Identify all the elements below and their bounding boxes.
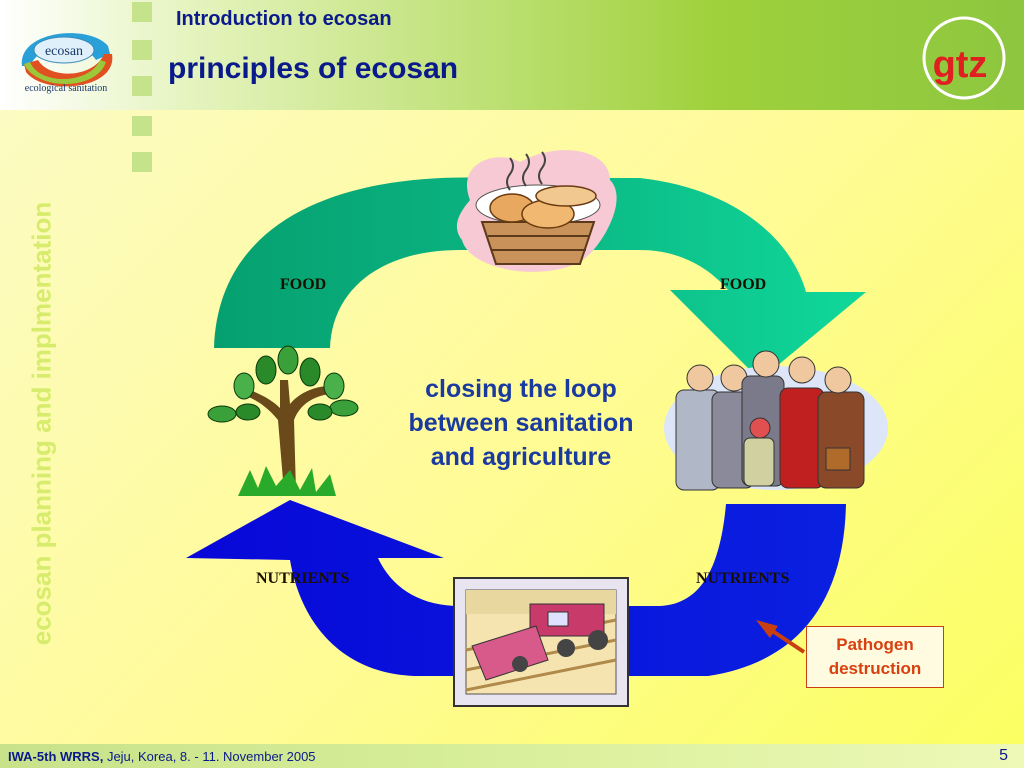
- callout-arrow-icon: [756, 620, 806, 654]
- ecosan-logo-caption: ecological sanitation: [25, 83, 107, 94]
- center-line-3: and agriculture: [430, 443, 612, 471]
- nutrients-label-right: NUTRIENTS: [696, 570, 790, 587]
- tree-icon: [207, 345, 359, 496]
- bread-basket-icon: [456, 150, 617, 272]
- nutrients-arc-arrow: [186, 500, 846, 676]
- footer-bar: IWA-5th WRRS, Jeju, Korea, 8. - 11. Nove…: [0, 744, 1024, 768]
- center-line-2: between sanitation: [408, 409, 634, 437]
- header-band: [0, 0, 1024, 110]
- footer-conference: IWA-5th WRRS,: [8, 749, 104, 764]
- ecosan-logo-icon: ecosan ecological sanitation: [21, 33, 113, 94]
- slide-title: principles of ecosan: [168, 52, 459, 85]
- footer-details: Jeju, Korea, 8. - 11. November 2005: [103, 749, 316, 764]
- food-arc-arrow: [214, 177, 866, 380]
- harvester-picture-icon: [453, 577, 629, 707]
- ecosan-logo-word: ecosan: [45, 44, 83, 59]
- food-label-left: FOOD: [280, 276, 327, 293]
- footer-citation: IWA-5th WRRS, Jeju, Korea, 8. - 11. Nove…: [8, 749, 316, 764]
- callout-line-2: destruction: [828, 659, 922, 678]
- people-group-icon: [664, 350, 888, 491]
- pathogen-callout: Pathogen destruction: [806, 626, 944, 688]
- decorative-squares: [132, 0, 156, 180]
- slide-subtitle: Introduction to ecosan: [176, 8, 392, 30]
- nutrients-label-left: NUTRIENTS: [256, 570, 350, 587]
- gtz-logo-icon: gtz: [922, 16, 1006, 100]
- food-label-right: FOOD: [720, 276, 767, 293]
- center-message: closing the loop between sanitation and …: [388, 372, 654, 474]
- callout-line-1: Pathogen: [836, 635, 914, 654]
- page-number: 5: [999, 747, 1008, 764]
- center-line-1: closing the loop: [425, 375, 617, 403]
- gtz-logo-word: gtz: [933, 44, 988, 86]
